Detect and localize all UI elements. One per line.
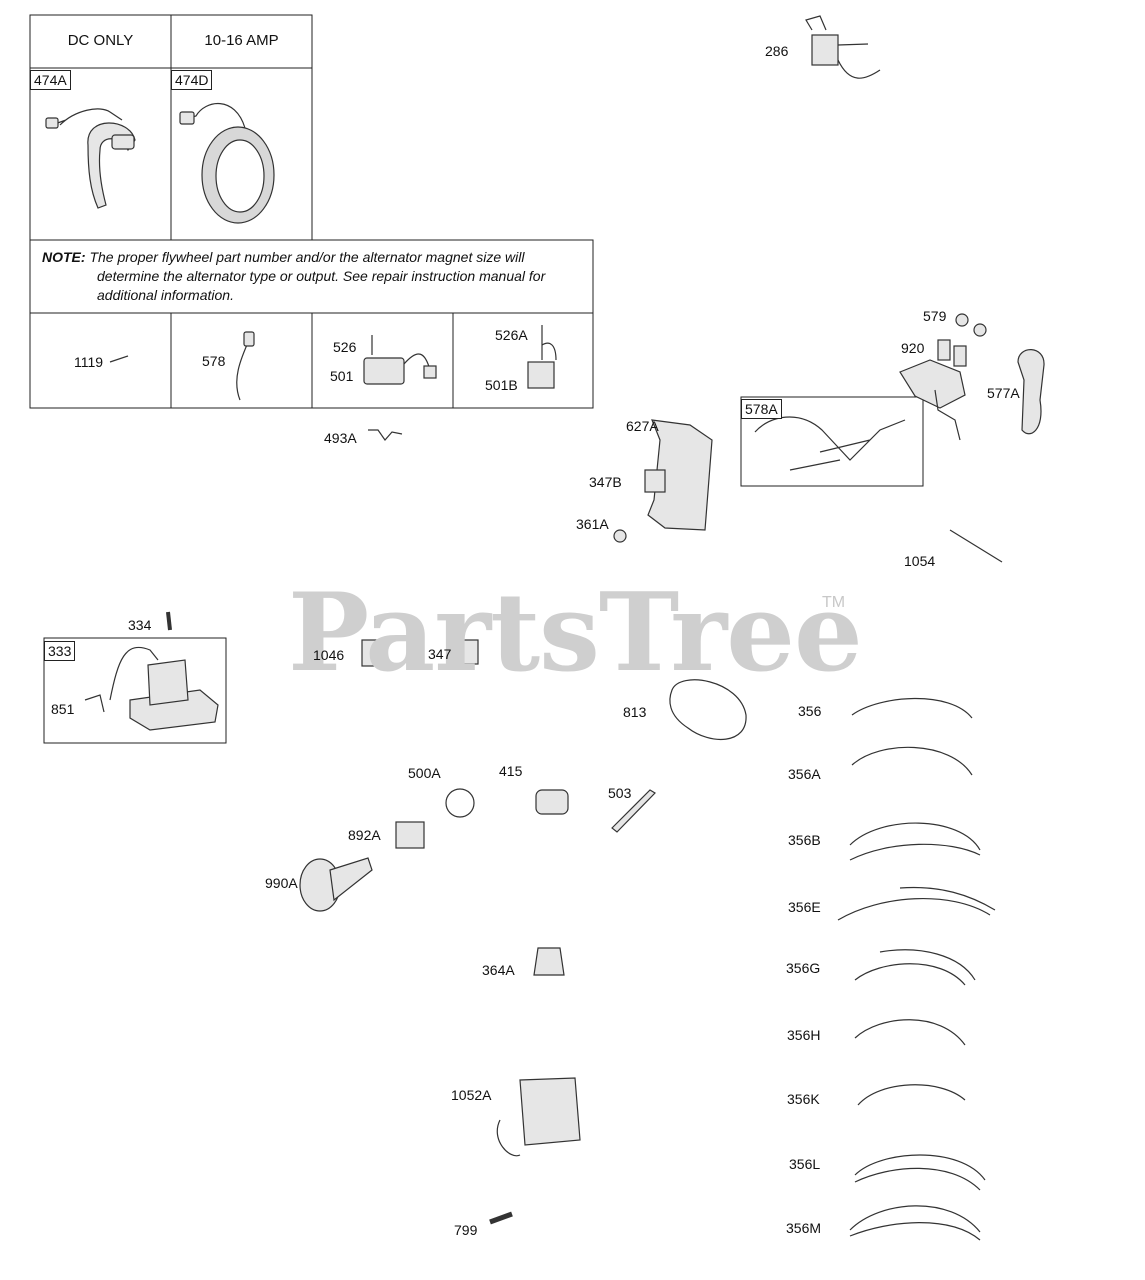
part-493a-label[interactable]: 493A	[324, 430, 357, 446]
bracket-627a-shape	[647, 419, 713, 531]
rectifier-501-shape	[363, 357, 405, 385]
screw-1119-shape	[109, 355, 129, 363]
switch-347-shape	[457, 639, 479, 665]
switch-892a-shape	[395, 821, 425, 849]
solenoid-920-shape	[899, 339, 967, 441]
part-347-label[interactable]: 347	[428, 646, 452, 662]
part-356e-label[interactable]: 356E	[788, 899, 821, 915]
note-line1: The proper flywheel part number and/or t…	[89, 249, 525, 265]
part-526a-label[interactable]: 526A	[495, 327, 528, 343]
stator-474a-shape	[45, 108, 136, 209]
rod-503-shape	[611, 789, 656, 833]
screw-361a-shape	[613, 529, 627, 543]
part-526-label[interactable]: 526	[333, 339, 357, 355]
part-501-label[interactable]: 501	[330, 368, 354, 384]
part-990a-label[interactable]: 990A	[265, 875, 298, 891]
stator-474d-shape	[179, 103, 275, 224]
watermark: PartsTree	[288, 570, 863, 696]
part-1119-label[interactable]: 1119	[74, 354, 104, 370]
bolt-334-shape	[166, 611, 172, 631]
part-334-label[interactable]: 334	[128, 617, 152, 633]
key-switch-415-shape	[535, 789, 569, 815]
part-500a-label[interactable]: 500A	[408, 765, 441, 781]
ignition-box	[43, 637, 227, 744]
part-577a-label[interactable]: 577A	[987, 385, 1020, 401]
part-1054-label[interactable]: 1054	[904, 553, 936, 569]
solenoid-1052a-shape	[519, 1077, 581, 1146]
boot-577a-shape	[1017, 349, 1045, 435]
part-474a-label[interactable]: 474A	[30, 70, 71, 90]
part-356g-label[interactable]: 356G	[786, 960, 821, 976]
switch-347b-shape	[644, 469, 666, 493]
harness-box	[740, 396, 924, 487]
part-578a-label[interactable]: 578A	[741, 399, 782, 419]
fitting-799-shape	[489, 1211, 513, 1225]
part-813-label[interactable]: 813	[623, 704, 647, 720]
nut-579b-shape	[973, 323, 987, 337]
part-356m-label[interactable]: 356M	[786, 1220, 822, 1236]
part-920-label[interactable]: 920	[901, 340, 925, 356]
rectifier-501b-shape	[527, 361, 555, 389]
nut-579a-shape	[955, 313, 969, 327]
tie-1054-shape	[949, 529, 1003, 563]
part-579-label[interactable]: 579	[923, 308, 947, 324]
part-356h-label[interactable]: 356H	[787, 1027, 821, 1043]
part-415-label[interactable]: 415	[499, 763, 523, 779]
part-286-label[interactable]: 286	[765, 43, 789, 59]
note-text: NOTE: The proper flywheel part number an…	[42, 248, 590, 305]
header-10-16-amp: 10-16 AMP	[204, 32, 279, 49]
part-851-label[interactable]: 851	[51, 701, 75, 717]
part-627a-label[interactable]: 627A	[626, 418, 659, 434]
part-361a-label[interactable]: 361A	[576, 516, 609, 532]
sensor-364a-shape	[533, 947, 565, 976]
clip-493a-shape	[368, 429, 403, 441]
band-813-shape	[669, 679, 747, 741]
part-356-label[interactable]: 356	[798, 703, 822, 719]
relay-286-shape	[811, 34, 839, 66]
harness-578a-shape	[754, 416, 906, 471]
header-dc-only: DC ONLY	[67, 32, 134, 49]
part-356b-label[interactable]: 356B	[788, 832, 821, 848]
note-rest: determine the alternator type or output.…	[97, 268, 546, 303]
wire-578-shape	[236, 337, 251, 401]
part-356l-label[interactable]: 356L	[789, 1156, 821, 1172]
part-1052a-label[interactable]: 1052A	[451, 1087, 492, 1103]
part-364a-label[interactable]: 364A	[482, 962, 515, 978]
part-356k-label[interactable]: 356K	[787, 1091, 820, 1107]
watermark-tm: TM	[822, 594, 846, 611]
switch-1046-shape	[361, 639, 385, 667]
part-347b-label[interactable]: 347B	[589, 474, 622, 490]
part-892a-label[interactable]: 892A	[348, 827, 381, 843]
part-501b-label[interactable]: 501B	[485, 377, 518, 393]
part-474d-label[interactable]: 474D	[171, 70, 213, 90]
part-333-label[interactable]: 333	[44, 641, 76, 661]
part-799-label[interactable]: 799	[454, 1222, 478, 1238]
part-503-label[interactable]: 503	[608, 785, 632, 801]
washer-500a-shape	[445, 788, 475, 818]
part-578-label[interactable]: 578	[202, 353, 226, 369]
part-356a-label[interactable]: 356A	[788, 766, 821, 782]
part-1046-label[interactable]: 1046	[313, 647, 345, 663]
harness-wires-shape	[837, 697, 996, 1241]
note-label: NOTE:	[42, 249, 86, 265]
